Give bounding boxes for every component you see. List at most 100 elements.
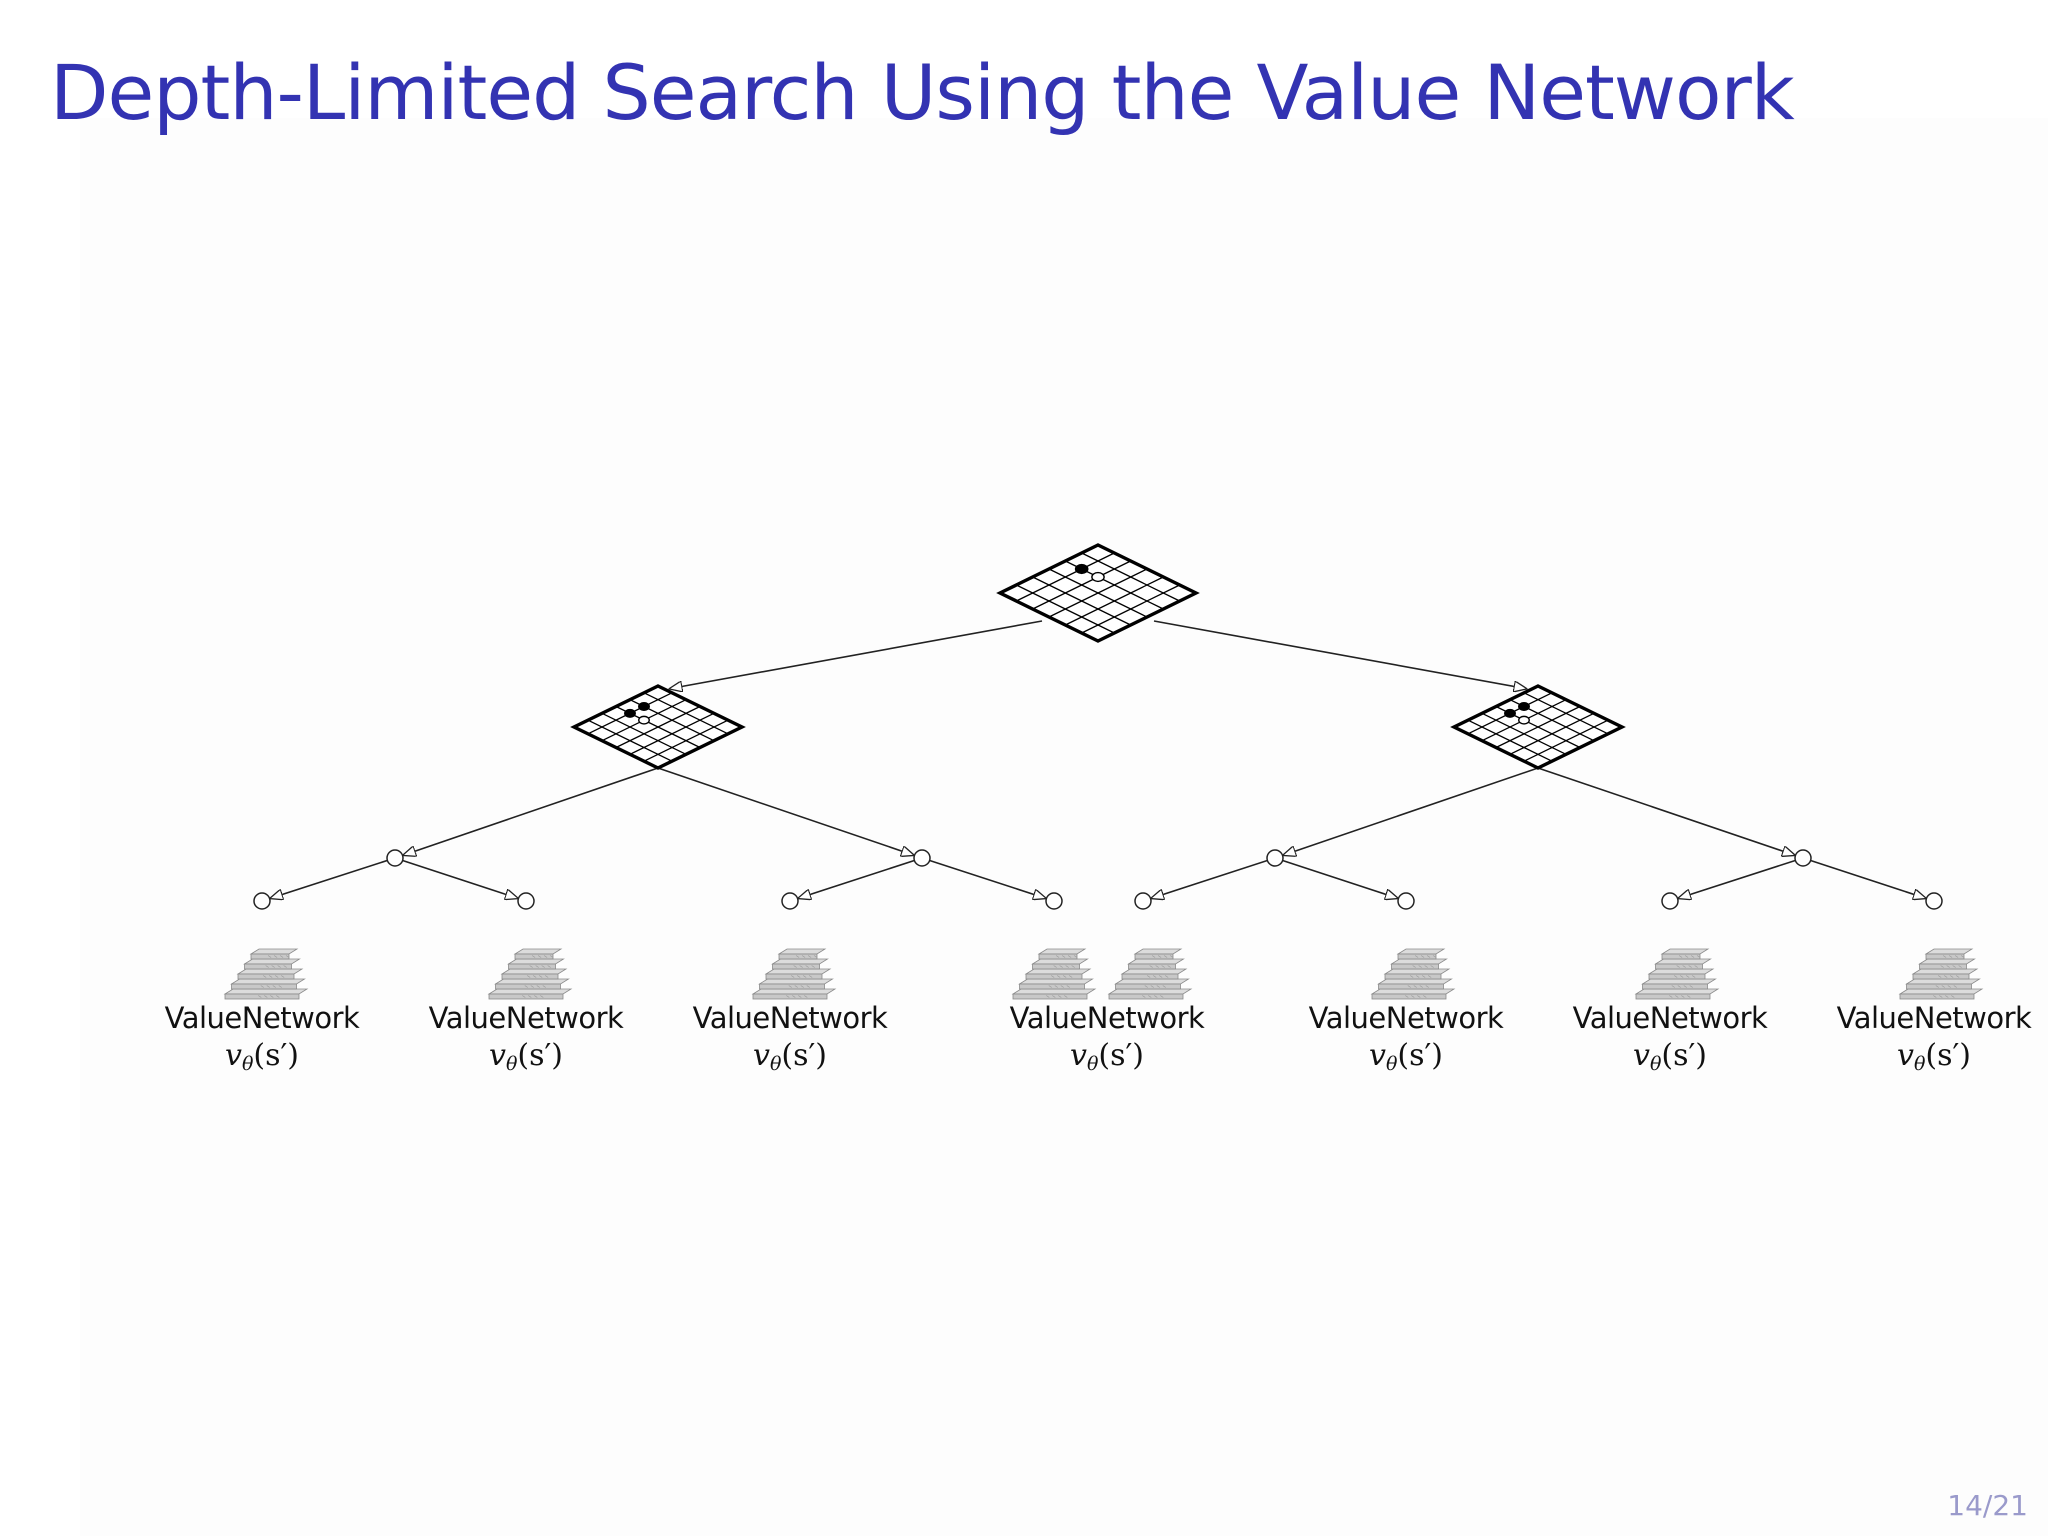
go-board-root: [996, 543, 1200, 643]
network-layer-top: [1660, 948, 1710, 955]
network-layer-top: [494, 978, 570, 985]
network-layer-top: [751, 988, 837, 995]
network-layer-mark: [547, 965, 551, 968]
network-layer-top: [1390, 958, 1448, 965]
network-name: ValueNetwork: [1308, 1001, 1504, 1035]
network-layer-mark: [1063, 975, 1067, 978]
network-layer-mark: [1945, 995, 1949, 998]
network-layer-mark: [1675, 995, 1679, 998]
network-layer: [488, 993, 564, 1000]
network-layer-top: [1370, 988, 1456, 995]
tree-edge: [404, 767, 659, 855]
network-layer-mark: [264, 995, 268, 998]
network-layer-top: [1634, 988, 1720, 995]
network-layer-mark: [542, 985, 546, 988]
network-layer-top: [1011, 988, 1097, 995]
network-layer-mark: [535, 965, 539, 968]
network-layer-mark: [276, 995, 280, 998]
network-layer-top: [1918, 958, 1976, 965]
network-layer-top: [777, 948, 827, 955]
board-gridline: [587, 719, 673, 762]
value-function: vθ(s′): [488, 1038, 564, 1075]
network-layer-mark: [1071, 965, 1075, 968]
leaf-state-node: [781, 892, 799, 910]
network-layer-mark: [1053, 965, 1057, 968]
network-layer-mark: [1165, 975, 1169, 978]
network-layer-mark: [799, 965, 803, 968]
black-stone: [638, 702, 650, 711]
value-function: vθ(s′): [1632, 1038, 1708, 1075]
network-layer-mark: [1150, 985, 1154, 988]
network-layer-mark: [1939, 995, 1943, 998]
network-layer-top: [1377, 978, 1453, 985]
network-layer-mark: [278, 985, 282, 988]
black-stone: [624, 708, 636, 718]
network-layer-top: [1924, 948, 1974, 955]
network-layer-mark: [1933, 995, 1937, 998]
slide-background: [80, 118, 2048, 1536]
tree-edge: [1153, 620, 1526, 689]
network-layer: [231, 983, 297, 990]
network-layer-top: [1898, 988, 1984, 995]
network-layer-mark: [266, 985, 270, 988]
leaf-state-node: [253, 892, 271, 910]
value-function: vθ(s′): [224, 1038, 300, 1075]
page-number: 14/21: [1947, 1489, 2028, 1522]
network-layer-mark: [1953, 985, 1957, 988]
leaf-state-node: [1397, 892, 1415, 910]
network-layer-mark: [1676, 965, 1680, 968]
network-layer-mark: [1156, 985, 1160, 988]
network-layer-mark: [281, 975, 285, 978]
network-layer-top: [1031, 958, 1089, 965]
network-layer-mark: [1678, 955, 1683, 958]
network-layer-mark: [536, 985, 540, 988]
network-layer-mark: [1948, 955, 1953, 958]
network-layer-mark: [1428, 975, 1432, 978]
network-layer-mark: [1147, 975, 1151, 978]
network-layer-mark: [1407, 985, 1411, 988]
network-layer: [1032, 963, 1080, 970]
network-layer-top: [230, 978, 306, 985]
network-layer-mark: [788, 985, 792, 988]
white-stone: [1518, 715, 1530, 725]
network-layer-mark: [786, 995, 790, 998]
tree-edge: [1537, 767, 1794, 855]
network-layer-mark: [1942, 955, 1947, 958]
network-layer-top: [1641, 978, 1717, 985]
network-name: ValueNetwork: [1009, 1001, 1205, 1035]
tree-edge: [921, 857, 1045, 898]
tree-edge: [1679, 857, 1804, 898]
network-layer-mark: [1425, 985, 1429, 988]
network-layer-mark: [530, 985, 534, 988]
network-layer-mark: [1935, 985, 1939, 988]
tree-edge: [1152, 857, 1276, 898]
network-layer-mark: [272, 985, 276, 988]
network-layer-mark: [1669, 995, 1673, 998]
network-layer-mark: [263, 975, 267, 978]
network-layer-mark: [1057, 975, 1061, 978]
network-layer: [1115, 983, 1181, 990]
network-layer-mark: [792, 995, 796, 998]
network-layer-top: [1654, 958, 1712, 965]
network-layer-mark: [522, 995, 526, 998]
network-layer-top: [771, 958, 829, 965]
network-layer-mark: [1417, 995, 1421, 998]
network-layer-mark: [1416, 975, 1420, 978]
network-layer-mark: [1155, 965, 1159, 968]
network-layer-mark: [1160, 995, 1164, 998]
network-layer: [1384, 973, 1442, 980]
network-layer-top: [249, 948, 299, 955]
network-layer: [765, 973, 823, 980]
network-layer-mark: [1420, 955, 1425, 958]
network-layer-mark: [528, 995, 532, 998]
network-layer-mark: [1405, 995, 1409, 998]
tree-edge: [271, 857, 396, 898]
network-layer-top: [1024, 968, 1092, 975]
network-layer: [1378, 983, 1444, 990]
network-layer-mark: [805, 965, 809, 968]
value-network-icon: [1370, 948, 1456, 1000]
network-layer-top: [1905, 978, 1981, 985]
